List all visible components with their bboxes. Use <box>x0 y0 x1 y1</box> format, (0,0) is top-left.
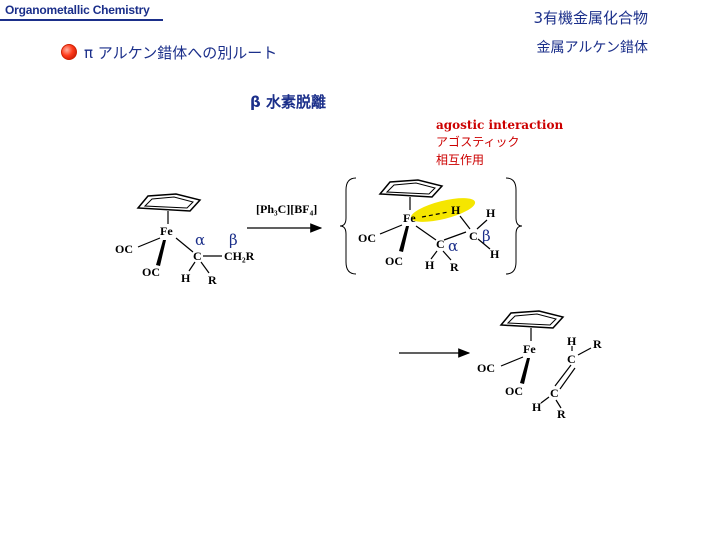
agostic-line1: アゴスティック <box>436 135 520 149</box>
cp-ring-3 <box>499 310 565 329</box>
molecule-product: Fe OC OC C C H R H R <box>477 310 602 421</box>
bracket-right <box>505 177 523 275</box>
chapter-title: 3有機金属化合物 <box>533 9 648 27</box>
h-1: H <box>181 271 191 285</box>
h-3b: H <box>532 400 542 414</box>
c-alpha-1: C <box>193 249 202 263</box>
course-title: Organometallic Chemistry <box>5 3 150 17</box>
h-3a: H <box>567 334 577 348</box>
bullet-icon <box>61 44 77 60</box>
h-agostic: H <box>451 203 461 217</box>
ch2r-1: CH₂R <box>224 249 255 263</box>
c-3a: C <box>567 352 576 366</box>
h-2c: H <box>425 258 435 272</box>
alpha-2: α <box>448 237 458 255</box>
c-3b: C <box>550 386 559 400</box>
oc-3a: OC <box>477 361 495 375</box>
topic-title: 金属アルケン錯体 <box>536 40 648 56</box>
molecule-start: Fe OC OC C α β CH₂R H R <box>115 193 255 287</box>
agostic-label-jp: アゴスティック 相互作用 <box>436 133 520 169</box>
oc-3b: OC <box>505 384 523 398</box>
bracket-left <box>339 177 357 275</box>
r-3b: R <box>557 407 566 421</box>
agostic-highlight <box>410 198 476 222</box>
h-2a: H <box>486 206 496 220</box>
beta-1: β <box>229 231 238 249</box>
fe-2: Fe <box>403 211 416 225</box>
h-2b: H <box>490 247 500 261</box>
cp-ring-3-inner <box>506 313 557 326</box>
r-3a: R <box>593 337 602 351</box>
molecule-intermediate: Fe H OC OC C α C β H H H R <box>358 179 500 274</box>
c-beta-2: C <box>469 229 478 243</box>
bullet-text: π アルケン錯体への別ルート <box>84 44 278 62</box>
fe-1: Fe <box>160 224 173 238</box>
agostic-label-en: agostic interaction <box>436 118 564 132</box>
c-alpha-2: C <box>436 237 445 251</box>
cp-ring-2-inner <box>385 182 436 195</box>
reagent: [Ph₃C][BF₄] <box>256 202 317 216</box>
cp-ring-1 <box>136 193 202 212</box>
oc-1b: OC <box>142 265 160 279</box>
agostic-line2: 相互作用 <box>436 153 485 167</box>
r-1: R <box>208 273 217 287</box>
header-underline <box>0 19 163 21</box>
cp-ring-1-inner <box>143 196 194 209</box>
section-title: β 水素脱離 <box>250 93 326 111</box>
cp-ring-2 <box>378 179 444 198</box>
oc-1a: OC <box>115 242 133 256</box>
r-2: R <box>450 260 459 274</box>
fe-3: Fe <box>523 342 536 356</box>
oc-2b: OC <box>385 254 403 268</box>
oc-2a: OC <box>358 231 376 245</box>
alpha-1: α <box>195 231 205 249</box>
beta-2: β <box>482 227 491 245</box>
